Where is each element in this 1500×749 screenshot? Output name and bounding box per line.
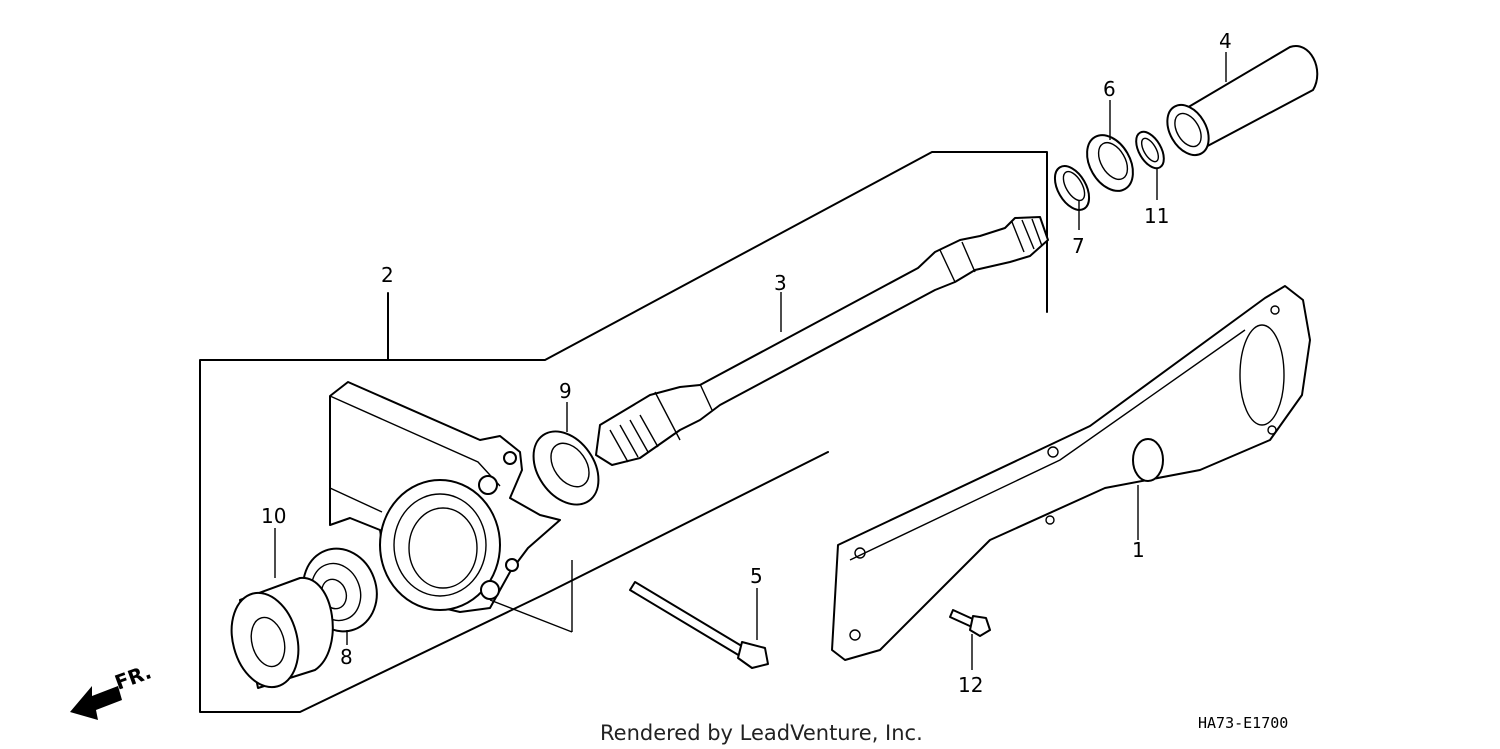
callout-11: 11 bbox=[1144, 204, 1169, 228]
assembly-bracket-outline bbox=[199, 151, 1048, 713]
part-1-housing-cover[interactable] bbox=[831, 285, 1311, 661]
callout-1: 1 bbox=[1132, 538, 1145, 562]
figure-code: HA73-E1700 bbox=[1198, 714, 1288, 732]
part-7-circlip[interactable] bbox=[1048, 160, 1096, 216]
part-3-drive-shaft[interactable] bbox=[595, 216, 1049, 466]
callout-8: 8 bbox=[340, 645, 353, 669]
callout-4: 4 bbox=[1219, 29, 1232, 53]
callout-12: 12 bbox=[958, 673, 983, 697]
callout-2: 2 bbox=[381, 263, 394, 287]
callout-10: 10 bbox=[261, 504, 286, 528]
front-marker-label: FR. bbox=[112, 659, 155, 694]
callout-5: 5 bbox=[750, 564, 763, 588]
part-4-tube-sleeve[interactable] bbox=[1159, 44, 1319, 162]
part-5-bolt[interactable] bbox=[629, 581, 769, 669]
part-10-oil-seal[interactable] bbox=[222, 576, 334, 695]
callout-9: 9 bbox=[559, 379, 572, 403]
part-11-o-ring[interactable] bbox=[1130, 127, 1169, 173]
callout-3: 3 bbox=[774, 271, 787, 295]
credit-text: Rendered by LeadVenture, Inc. bbox=[600, 721, 923, 745]
part-12-small-bolt[interactable] bbox=[949, 609, 991, 637]
front-arrow-icon: FR. bbox=[70, 659, 155, 720]
part-9-bearing[interactable] bbox=[520, 419, 612, 517]
part-2-final-drive-case[interactable] bbox=[329, 381, 573, 633]
callout-6: 6 bbox=[1103, 77, 1116, 101]
callout-7: 7 bbox=[1072, 234, 1085, 258]
part-6-seal[interactable] bbox=[1078, 127, 1143, 199]
leader-lines bbox=[274, 52, 1227, 670]
